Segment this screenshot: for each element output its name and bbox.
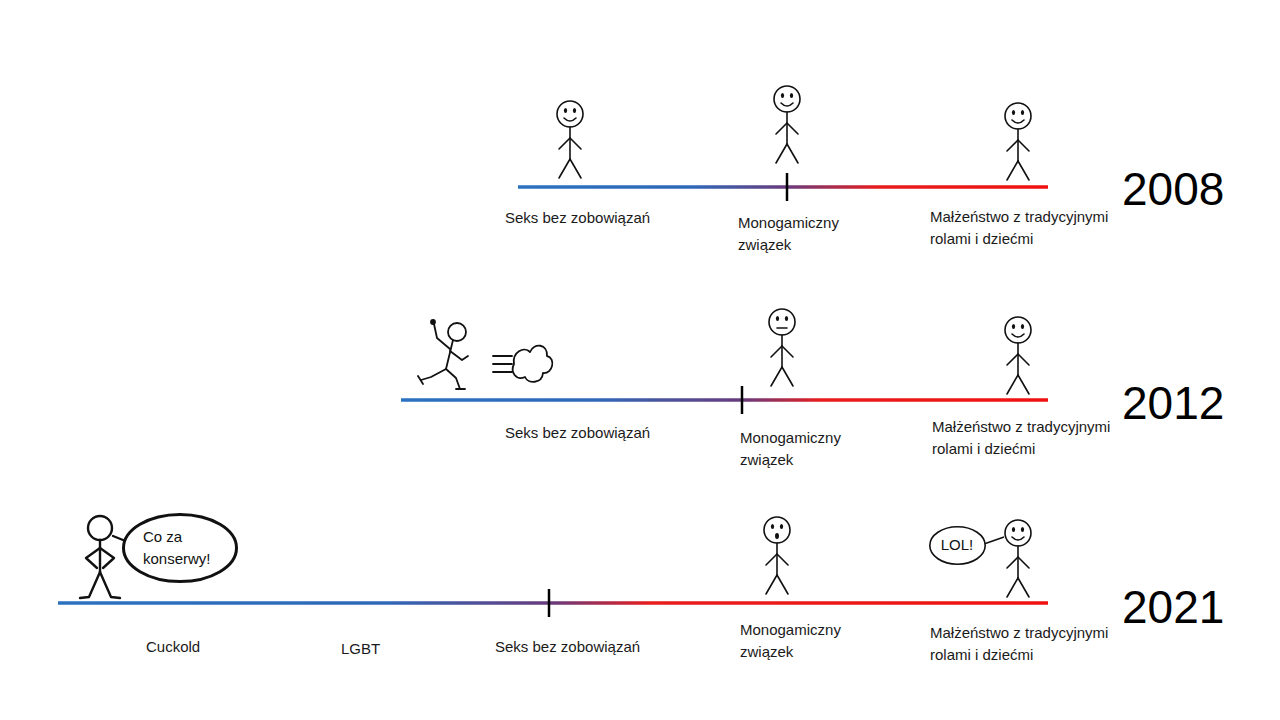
stick-figure (1005, 317, 1031, 394)
bubble-ellipse (124, 515, 237, 582)
axis-label: Monogamiczny związek (738, 212, 848, 256)
axis-label: Małżeństwo z tradycyjnymi rolami i dzieć… (930, 206, 1135, 250)
bubble-outline (122, 513, 238, 583)
bubble-ellipse (929, 526, 984, 563)
axis-label: Seks bez zobowiązań (505, 422, 650, 444)
axis-label: Monogamiczny związek (740, 427, 850, 471)
axis-label: Monogamiczny związek (740, 619, 850, 663)
stick-figure (769, 309, 795, 386)
running-figure (418, 320, 552, 389)
axis-label: Małżeństwo z tradycyjnymi rolami i dzieć… (930, 622, 1135, 666)
year-label: 2012 (1122, 380, 1224, 426)
axis-label: Cuckold (146, 636, 200, 658)
hands-on-hips-figure (80, 516, 128, 598)
speech-bubble: LOL! (929, 526, 986, 565)
year-label: 2021 (1122, 584, 1224, 630)
timeline (58, 173, 1048, 617)
axis-label: LGBT (341, 638, 380, 660)
bubble-tail (984, 537, 1004, 544)
stick-figure (774, 86, 800, 163)
axis-label: Małżeństwo z tradycyjnymi rolami i dzieć… (932, 416, 1137, 460)
speech-bubble: Co za konserwy! (122, 513, 238, 583)
stick-figure (1005, 103, 1031, 180)
axis-label: Seks bez zobowiązań (495, 636, 640, 658)
axis-label: Seks bez zobowiązań (505, 207, 650, 229)
bubble-text: LOL! (941, 534, 974, 556)
stick-figure (764, 517, 790, 594)
stick-figure (1005, 520, 1031, 597)
stick-figure (557, 101, 583, 178)
year-label: 2008 (1122, 166, 1224, 212)
bubble-text: Co za konserwy! (143, 526, 217, 570)
